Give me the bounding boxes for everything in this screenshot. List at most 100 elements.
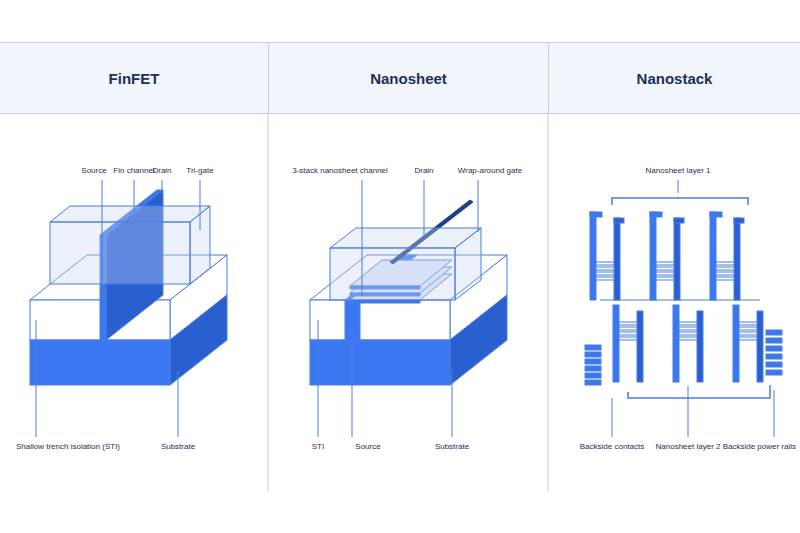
power-rail (585, 373, 601, 378)
power-rail (766, 338, 782, 343)
part-label: Drain (152, 166, 171, 176)
contact-bar (757, 311, 763, 382)
nanosheet (716, 262, 734, 265)
contact-bar (710, 212, 716, 300)
nanosheet (739, 327, 757, 330)
contact-bar (673, 305, 679, 382)
panel-header: FinFET (0, 42, 268, 114)
substrate-side (450, 295, 507, 385)
nanosheet (619, 337, 637, 340)
part-label: 3-stack nanosheet channel (292, 166, 388, 176)
leader-line (36, 320, 37, 437)
panel-title: Nanosheet (370, 70, 447, 87)
leader-line (774, 390, 775, 437)
power-rail (585, 352, 601, 357)
leader-line (612, 398, 613, 437)
block-top (50, 206, 210, 222)
power-rail (766, 354, 782, 359)
nanosheet (716, 272, 734, 275)
power-rail (766, 330, 782, 335)
leader-line (362, 180, 363, 296)
part-label: Backside power rails (723, 442, 796, 452)
nanosheet (596, 272, 614, 275)
nanosheet (656, 277, 674, 280)
contact-hook (710, 212, 722, 217)
contact-bar (650, 212, 656, 300)
part-label: Shallow trench isolation (STI) (16, 442, 120, 452)
leader-line (318, 320, 319, 437)
nanosheet (739, 322, 757, 325)
nanosheet (596, 262, 614, 265)
leader-line (352, 330, 353, 437)
power-rail (585, 380, 601, 385)
block-side (455, 228, 481, 300)
contact-bar (697, 311, 703, 382)
nanosheet (656, 262, 674, 265)
contact-bar (734, 218, 740, 300)
power-rail (585, 366, 601, 371)
sti-front (310, 300, 450, 340)
leader-line (688, 386, 689, 437)
part-label: Nanosheet layer 2 (656, 442, 721, 452)
contact-bar (590, 212, 596, 300)
part-label: Source (81, 166, 106, 176)
contact-bar (733, 305, 739, 382)
wire (628, 385, 770, 398)
nanosheet (656, 267, 674, 270)
wire (612, 198, 748, 205)
nanosheet (619, 332, 637, 335)
block-front (330, 248, 455, 300)
nanosheet (739, 337, 757, 340)
part-label: Source (355, 442, 380, 452)
panel-title: FinFET (109, 70, 160, 87)
block-front (50, 222, 190, 284)
nanosheet (619, 327, 637, 330)
leader-line (478, 180, 479, 232)
part-label: Drain (414, 166, 433, 176)
substrate-front (310, 340, 450, 385)
nanosheet (596, 277, 614, 280)
power-rail (766, 370, 782, 375)
nanosheet (679, 322, 697, 325)
contact-bar (613, 305, 619, 382)
contact-hook (734, 218, 744, 223)
nanosheet (679, 332, 697, 335)
leader-line (452, 370, 453, 437)
substrate-side (170, 295, 227, 385)
part-label: Substrate (161, 442, 195, 452)
nanosheet (656, 272, 674, 275)
leader-line (178, 370, 179, 437)
panel-title: Nanostack (637, 70, 713, 87)
contact-hook (674, 218, 684, 223)
part-label: Tri-gate (186, 166, 213, 176)
panel-header: Nanostack (548, 42, 800, 114)
contact-bar (674, 218, 680, 300)
nanosheet (716, 267, 734, 270)
contact-bar (637, 311, 643, 382)
leader-line (200, 180, 201, 230)
leader-line (424, 180, 425, 236)
substrate-front (30, 340, 170, 385)
part-label: Nanosheet layer 1 (646, 166, 711, 176)
part-label: STI (312, 442, 324, 452)
leader-line (102, 180, 103, 296)
nanosheet (679, 337, 697, 340)
panel-header: Nanosheet (268, 42, 548, 114)
nanosheet (739, 332, 757, 335)
contact-bar (614, 218, 620, 300)
contact-hook (590, 212, 602, 217)
part-label: Fin channel (113, 166, 154, 176)
part-label: Backside contacts (580, 442, 644, 452)
contact-hook (614, 218, 624, 223)
power-rail (585, 359, 601, 364)
power-rail (766, 346, 782, 351)
leader-line (134, 180, 135, 212)
power-rail (585, 345, 601, 350)
part-label: Wrap-around gate (458, 166, 522, 176)
leader-line (162, 180, 163, 193)
leader-line (678, 180, 679, 193)
nanosheet (596, 267, 614, 270)
part-label: Substrate (435, 442, 469, 452)
nanosheet (619, 322, 637, 325)
contact-hook (650, 212, 662, 217)
